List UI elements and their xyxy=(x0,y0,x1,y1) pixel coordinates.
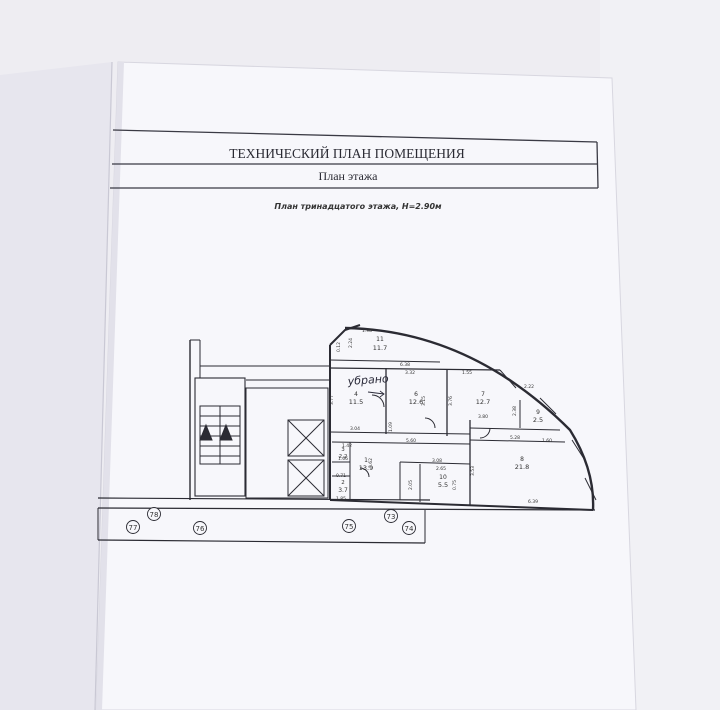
dimension-labels: 6.38 3.77 3.04 5.60 5.28 3.80 3.76 3.32 … xyxy=(329,328,552,505)
dimension: 3.76 xyxy=(448,396,454,406)
dimension: 5.60 xyxy=(406,438,416,444)
title-block xyxy=(110,129,599,189)
room-area: 13.9 xyxy=(359,464,373,472)
room-number: 11 xyxy=(376,336,384,343)
room-number: 7 xyxy=(481,391,485,398)
room-number: 3 xyxy=(341,447,345,453)
floor-plan xyxy=(97,324,597,544)
room-number: 2 xyxy=(341,480,345,486)
dimension: 3.77 xyxy=(329,395,335,405)
room-area: 12.6 xyxy=(409,398,423,406)
dimension: 2.65 xyxy=(436,466,446,472)
dimension: 2.24 xyxy=(348,338,354,348)
room-area: 11.7 xyxy=(373,344,387,352)
dimension: 1.60 xyxy=(542,438,552,444)
axis-label: 74 xyxy=(405,525,414,533)
dimension: 3.32 xyxy=(405,370,415,376)
room-labels: 11 11.7 4 11.5 6 12.6 7 12.7 9 2.5 8 21.… xyxy=(338,336,543,494)
axis-labels: 77 78 76 75 73 74 xyxy=(129,511,414,533)
dimension: 5.28 xyxy=(510,435,520,441)
room-number: 10 xyxy=(439,474,447,481)
dimension: 3.62 xyxy=(368,458,374,468)
axis-markers xyxy=(126,507,416,535)
axis-label: 73 xyxy=(387,513,396,521)
dimension: 1.55 xyxy=(462,370,472,376)
dimension: 1.66 xyxy=(338,456,348,462)
room-number: 4 xyxy=(354,391,358,398)
room-number: 1 xyxy=(364,457,368,464)
dimension: 3.15 xyxy=(421,396,427,406)
room-area: 11.5 xyxy=(349,398,363,406)
axis-label: 75 xyxy=(345,523,354,531)
dimension: 3.08 xyxy=(432,458,442,464)
axis-label: 76 xyxy=(196,525,205,533)
axis-label: 78 xyxy=(150,511,159,519)
room-area: 5.5 xyxy=(438,481,448,489)
dimension: 2.38 xyxy=(512,406,518,416)
room-area: 21.8 xyxy=(515,463,529,471)
room-area: 3.7 xyxy=(338,487,348,494)
dimension: 2.22 xyxy=(524,384,534,390)
dimension: 0.75 xyxy=(452,480,458,490)
handwritten-note: убрано xyxy=(346,372,389,388)
dimension: 2.05 xyxy=(408,480,414,490)
dimension: 1.85 xyxy=(336,496,346,502)
dimension: 3.80 xyxy=(478,414,488,420)
floor-heading: План тринадцатого этажа, Н=2.90м xyxy=(274,202,442,211)
document-subtitle: План этажа xyxy=(319,169,379,183)
room-number: 6 xyxy=(414,391,418,398)
room-number: 8 xyxy=(520,456,524,463)
dimension: 1.42 xyxy=(342,443,352,449)
room-area: 12.7 xyxy=(476,398,490,406)
room-area: 2.5 xyxy=(533,416,543,424)
dimension: 0.12 xyxy=(336,342,342,352)
dimension: 0.71 xyxy=(336,473,346,479)
dimension: 1.09 xyxy=(388,422,394,432)
axis-label: 77 xyxy=(129,524,138,532)
dimension: 6.38 xyxy=(400,362,410,368)
dimension: 3.04 xyxy=(350,426,360,432)
dimension: 3.53 xyxy=(470,466,476,476)
dimension: 6.39 xyxy=(528,499,538,505)
dimension: 1.98 xyxy=(362,328,372,334)
room-area: 2.2 xyxy=(339,454,348,460)
underlying-sheet xyxy=(0,62,112,710)
document-title: ТЕХНИЧЕСКИЙ ПЛАН ПОМЕЩЕНИЯ xyxy=(229,146,465,161)
room-number: 9 xyxy=(536,409,540,416)
